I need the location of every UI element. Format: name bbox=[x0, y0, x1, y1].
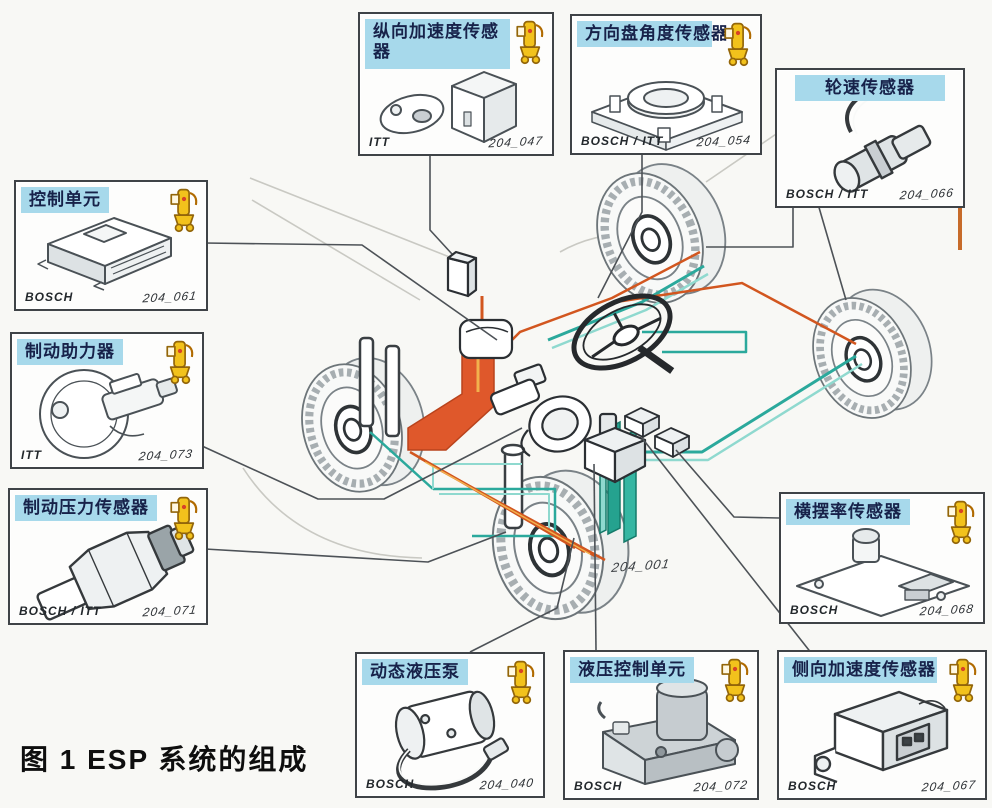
control-unit-illustration bbox=[37, 217, 172, 291]
watermark-truck-icon bbox=[167, 186, 201, 234]
connector-wheel-speed-front bbox=[706, 204, 794, 248]
brand-label: BOSCH / ITT bbox=[581, 134, 664, 148]
callout-longitudinal-acceleration-sensor: 纵向加速度传感器 ITT 204_047 bbox=[358, 12, 554, 156]
brake-booster-illustration bbox=[39, 369, 178, 459]
brand-label: BOSCH bbox=[790, 603, 839, 617]
watermark-truck-icon bbox=[721, 20, 755, 68]
brand-label: ITT bbox=[369, 135, 390, 149]
callout-brake-pressure-sensor: 制动压力传感器 BOSCH / ITT 204_071 bbox=[8, 488, 208, 625]
part-number: 204_071 bbox=[142, 602, 199, 620]
component-label: 轮速传感器 bbox=[795, 75, 945, 101]
lateral-sensor-illustration bbox=[813, 690, 949, 784]
car-body-sketch bbox=[242, 129, 783, 559]
esp-module bbox=[458, 318, 514, 360]
watermark-truck-icon bbox=[944, 498, 978, 546]
longitudinal-sensor-illustration bbox=[379, 71, 517, 143]
part-number: 204_073 bbox=[138, 446, 195, 464]
part-number: 204_072 bbox=[693, 777, 750, 795]
callout-brake-booster: 制动助力器 ITT 204_073 bbox=[10, 332, 204, 469]
watermark-truck-icon bbox=[718, 656, 752, 704]
connector-hydraulic-control bbox=[593, 463, 597, 651]
watermark-truck-icon bbox=[513, 18, 547, 66]
part-number: 204_040 bbox=[479, 775, 536, 793]
part-number: 204_054 bbox=[696, 132, 753, 150]
brand-label: BOSCH bbox=[788, 779, 837, 793]
edge-orange-tick bbox=[958, 204, 962, 250]
component-label: 横摆率传感器 bbox=[786, 499, 910, 525]
wheel-rear-right bbox=[796, 275, 949, 433]
part-number: 204_067 bbox=[921, 777, 978, 795]
connector-longitudinal-sensor bbox=[429, 152, 453, 255]
brand-label: ITT bbox=[21, 448, 42, 462]
connector-brake-booster bbox=[201, 427, 523, 500]
connector-hydraulic-pump bbox=[469, 537, 575, 653]
part-number: 204_047 bbox=[488, 133, 545, 151]
modulator-block bbox=[583, 412, 647, 484]
component-label: 制动压力传感器 bbox=[15, 495, 157, 521]
yaw-rate-sensor-illustration bbox=[796, 528, 970, 617]
brand-label: BOSCH / ITT bbox=[19, 604, 102, 618]
connector-wheel-speed-rear bbox=[817, 203, 847, 301]
callout-lateral-acceleration-sensor: 侧向加速度传感器 BOSCH 204_067 bbox=[777, 650, 987, 800]
connector-control-unit bbox=[203, 242, 498, 341]
callout-yaw-rate-sensor: 横摆率传感器 BOSCH 204_068 bbox=[779, 492, 985, 624]
steering-angle-sensor-illustration bbox=[591, 81, 743, 151]
callout-hydraulic-control-unit: 液压控制单元 BOSCH 204_072 bbox=[563, 650, 759, 800]
sensor-box-top bbox=[446, 250, 478, 298]
part-number: 204_068 bbox=[919, 601, 976, 619]
callout-wheel-speed-sensor: 轮速传感器 BOSCH / ITT 204_066 bbox=[775, 68, 965, 208]
center-cluster bbox=[446, 250, 690, 484]
callout-control-unit: 控制单元 BOSCH 204_061 bbox=[14, 180, 208, 311]
connector-brake-pressure bbox=[204, 531, 507, 563]
brand-label: BOSCH bbox=[366, 777, 415, 791]
hydraulic-control-unit-illustration bbox=[597, 678, 739, 785]
connector-yaw-rate bbox=[675, 449, 780, 519]
brand-label: BOSCH bbox=[25, 290, 74, 304]
part-number: 204_061 bbox=[142, 288, 199, 306]
brand-label: BOSCH bbox=[574, 779, 623, 793]
connector-steering-angle-sensor bbox=[597, 151, 643, 299]
callout-dynamic-hydraulic-pump: 动态液压泵 BOSCH 204_040 bbox=[355, 652, 545, 798]
component-label: 控制单元 bbox=[21, 187, 109, 213]
steering-wheel bbox=[571, 293, 675, 374]
watermark-truck-icon bbox=[167, 494, 201, 542]
figure-caption: 图 1 ESP 系统的组成 bbox=[20, 744, 309, 775]
booster-assembly bbox=[489, 363, 592, 457]
brand-label: BOSCH / ITT bbox=[786, 187, 869, 201]
component-label: 方向盘角度传感器 bbox=[577, 21, 728, 47]
brake-pressure-sensor-illustration bbox=[36, 524, 195, 621]
component-label: 动态液压泵 bbox=[362, 659, 468, 685]
component-label: 液压控制单元 bbox=[570, 657, 694, 683]
callout-steering-wheel-angle-sensor: 方向盘角度传感器 BOSCH / ITT 204_054 bbox=[570, 14, 762, 155]
part-number: 204_066 bbox=[899, 185, 956, 203]
watermark-truck-icon bbox=[946, 656, 980, 704]
component-label: 侧向加速度传感器 bbox=[784, 657, 937, 683]
component-label: 制动助力器 bbox=[17, 339, 123, 365]
connector-lines bbox=[201, 151, 847, 655]
hydraulic-pump-illustration bbox=[394, 690, 510, 791]
watermark-truck-icon bbox=[163, 338, 197, 386]
watermark-truck-icon bbox=[504, 658, 538, 706]
component-label: 纵向加速度传感器 bbox=[365, 19, 510, 69]
